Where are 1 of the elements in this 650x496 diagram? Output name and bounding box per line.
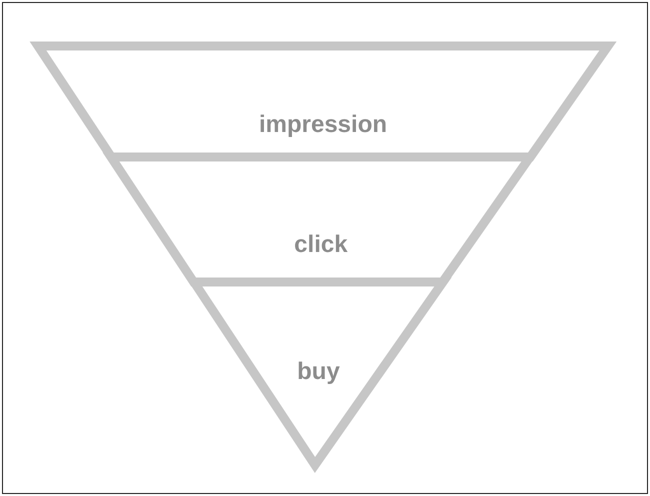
stage-label: click <box>293 231 349 259</box>
